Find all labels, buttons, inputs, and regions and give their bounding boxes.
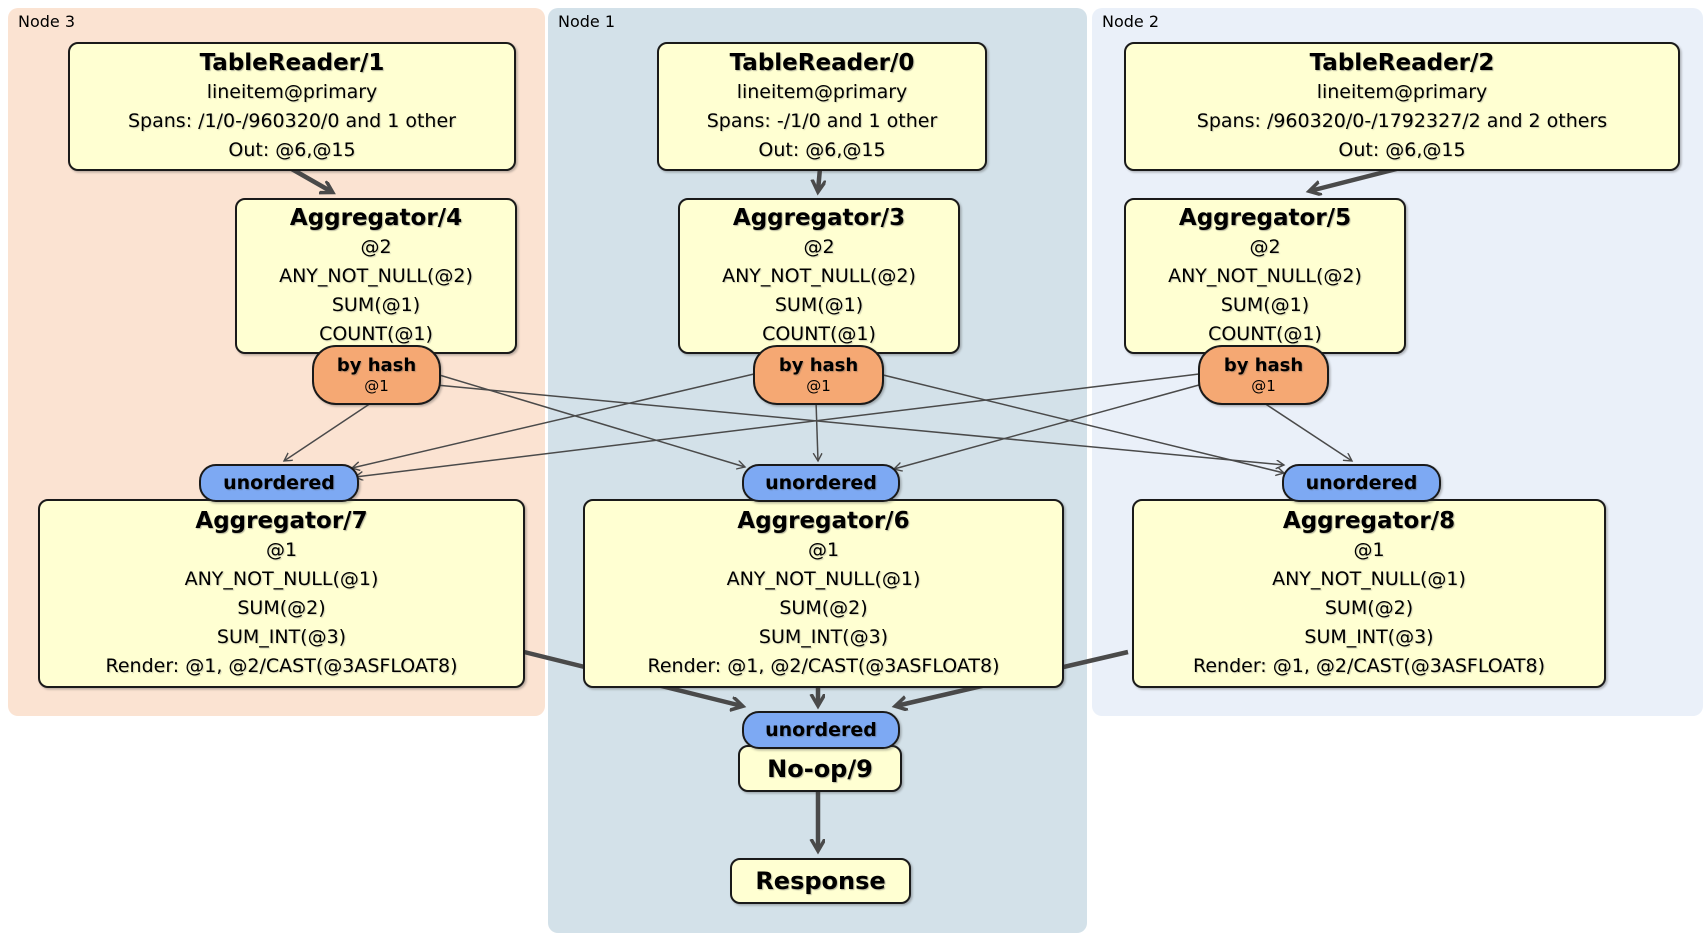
node-line: lineitem@primary — [1316, 80, 1488, 103]
node-line: SUM(@1) — [1220, 293, 1310, 316]
router-by-hash-node3: by hash @1 — [312, 345, 441, 405]
region-node3-label: Node 3 — [18, 12, 76, 31]
sync-label: unordered — [765, 471, 877, 494]
node-line: ANY_NOT_NULL(@2) — [1168, 264, 1362, 287]
router-columns: @1 — [364, 377, 389, 395]
node-line: ANY_NOT_NULL(@1) — [1272, 567, 1466, 590]
node-box-tablereader-1: TableReader/1 lineitem@primary Spans: /1… — [68, 42, 516, 171]
sync-label: unordered — [223, 471, 335, 494]
node-title: Aggregator/6 — [737, 507, 910, 534]
router-by-hash-node2: by hash @1 — [1198, 345, 1329, 405]
sync-label: unordered — [765, 718, 877, 741]
node-box-aggregator-3: Aggregator/3 @2 ANY_NOT_NULL(@2) SUM(@1)… — [678, 198, 960, 354]
node-title: No-op/9 — [767, 754, 873, 783]
node-line: Render: @1, @2/CAST(@3ASFLOAT8) — [1193, 654, 1545, 677]
node-line: ANY_NOT_NULL(@2) — [279, 264, 473, 287]
node-box-response: Response — [730, 858, 911, 904]
node-box-aggregator-5: Aggregator/5 @2 ANY_NOT_NULL(@2) SUM(@1)… — [1124, 198, 1406, 354]
node-line: Out: @6,@15 — [1338, 138, 1466, 161]
node-line: SUM(@2) — [237, 596, 326, 619]
node-box-aggregator-4: Aggregator/4 @2 ANY_NOT_NULL(@2) SUM(@1)… — [235, 198, 517, 354]
node-line: lineitem@primary — [736, 80, 908, 103]
node-line: @2 — [803, 235, 835, 258]
node-line: lineitem@primary — [206, 80, 378, 103]
router-columns: @1 — [1251, 377, 1276, 395]
node-line: Spans: /1/0-/960320/0 and 1 other — [128, 109, 456, 132]
node-line: COUNT(@1) — [319, 322, 433, 345]
sync-label: unordered — [1305, 471, 1418, 494]
node-line: Render: @1, @2/CAST(@3ASFLOAT8) — [647, 654, 1000, 677]
sync-unordered-node1: unordered — [742, 464, 900, 502]
node-title: Aggregator/5 — [1178, 204, 1352, 231]
node-line: COUNT(@1) — [1208, 322, 1322, 345]
node-line: SUM(@1) — [774, 293, 864, 316]
router-label: by hash — [336, 355, 417, 376]
sync-unordered-node2: unordered — [1282, 464, 1441, 502]
node-box-aggregator-7: Aggregator/7 @1 ANY_NOT_NULL(@1) SUM(@2)… — [38, 499, 525, 688]
router-by-hash-node1: by hash @1 — [753, 345, 884, 405]
node-line: @1 — [265, 538, 298, 561]
router-label: by hash — [778, 355, 859, 376]
node-title: Aggregator/7 — [195, 507, 368, 534]
node-box-aggregator-6: Aggregator/6 @1 ANY_NOT_NULL(@1) SUM(@2)… — [583, 499, 1064, 688]
node-line: Spans: -/1/0 and 1 other — [706, 109, 938, 132]
node-line: SUM_INT(@3) — [216, 625, 347, 648]
node-line: ANY_NOT_NULL(@1) — [726, 567, 921, 590]
node-line: Spans: /960320/0-/1792327/2 and 2 others — [1196, 109, 1608, 132]
region-node1-label: Node 1 — [558, 12, 616, 31]
node-box-noop-9: No-op/9 — [738, 745, 902, 792]
node-line: SUM(@2) — [1324, 596, 1414, 619]
region-node2-label: Node 2 — [1102, 12, 1160, 31]
node-line: SUM(@2) — [779, 596, 868, 619]
router-columns: @1 — [806, 377, 831, 395]
node-line: ANY_NOT_NULL(@2) — [722, 264, 916, 287]
node-line: @1 — [807, 538, 840, 561]
sync-unordered-node3: unordered — [199, 464, 359, 502]
node-box-tablereader-0: TableReader/0 lineitem@primary Spans: -/… — [657, 42, 987, 171]
node-line: Out: @6,@15 — [228, 138, 356, 161]
node-title: Response — [755, 867, 886, 895]
sync-unordered-final: unordered — [742, 711, 900, 749]
node-line: Out: @6,@15 — [758, 138, 886, 161]
node-title: Aggregator/8 — [1282, 507, 1456, 534]
node-box-aggregator-8: Aggregator/8 @1 ANY_NOT_NULL(@1) SUM(@2)… — [1132, 499, 1606, 688]
node-line: ANY_NOT_NULL(@1) — [184, 567, 379, 590]
node-title: TableReader/2 — [1309, 49, 1495, 76]
node-line: @2 — [360, 235, 392, 258]
node-box-tablereader-2: TableReader/2 lineitem@primary Spans: /9… — [1124, 42, 1680, 171]
node-line: SUM_INT(@3) — [758, 625, 889, 648]
node-line: @1 — [1353, 538, 1385, 561]
node-title: Aggregator/4 — [289, 204, 463, 231]
node-line: @2 — [1249, 235, 1281, 258]
router-label: by hash — [1223, 355, 1304, 376]
node-line: COUNT(@1) — [762, 322, 876, 345]
node-title: TableReader/0 — [729, 49, 915, 76]
node-line: SUM_INT(@3) — [1304, 625, 1434, 648]
node-line: SUM(@1) — [331, 293, 421, 316]
node-title: TableReader/1 — [199, 49, 385, 76]
node-title: Aggregator/3 — [732, 204, 906, 231]
node-line: Render: @1, @2/CAST(@3ASFLOAT8) — [105, 654, 458, 677]
